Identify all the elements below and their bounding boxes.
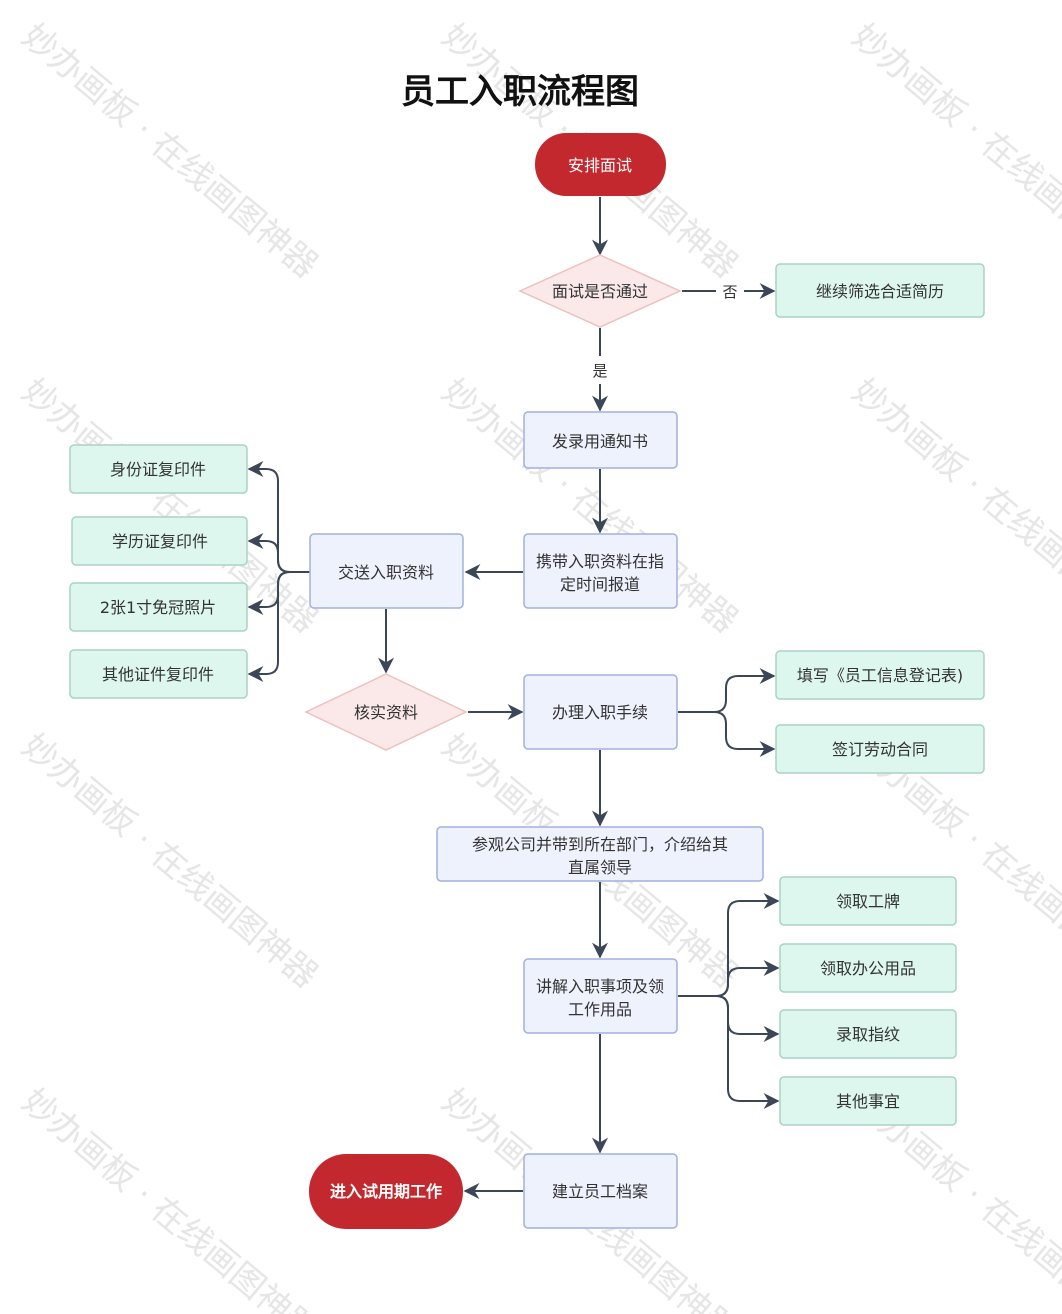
watermark: 妙办画板 · 在线画图神器 xyxy=(844,371,1062,641)
node-screen-resumes-label: 继续筛选合适简历 xyxy=(816,282,944,301)
node-diploma-copy[interactable]: 学历证复印件 xyxy=(71,516,248,566)
watermark: 妙办画板 · 在线画图神器 xyxy=(14,1081,325,1314)
side-box-shape xyxy=(69,444,248,494)
node-create-file-label: 建立员工档案 xyxy=(552,1182,648,1201)
side-box-shape xyxy=(775,724,985,774)
edge-explain-to-fingerprint xyxy=(715,995,780,1042)
edge-label-yes: 是 xyxy=(592,362,607,380)
node-sign-contract-label: 签订劳动合同 xyxy=(832,740,928,759)
node-interview-passed-label: 面试是否通过 xyxy=(552,282,648,301)
node-other-matters-label: 其他事宜 xyxy=(836,1092,900,1111)
node-get-supplies[interactable]: 领取办公用品 xyxy=(779,943,957,993)
side-box-shape xyxy=(779,1009,957,1059)
node-end-label: 进入试用期工作 xyxy=(330,1182,442,1201)
node-other-copies-label: 其他证件复印件 xyxy=(102,665,214,684)
process-shape xyxy=(523,533,678,609)
watermark: 妙办画板 · 在线画图神器 xyxy=(14,726,325,996)
node-fill-form-label: 填写《员工信息登记表) xyxy=(797,666,963,685)
node-report-on-time[interactable]: 携带入职资料在指 定时间报道 xyxy=(523,533,678,609)
node-tour-label-line1: 参观公司并带到所在部门，介绍给其 xyxy=(472,835,728,854)
node-interview-passed[interactable]: 面试是否通过 xyxy=(518,254,682,328)
side-box-shape xyxy=(775,263,985,318)
node-tour-label-line2: 直属领导 xyxy=(568,858,632,877)
node-diploma-copy-label: 学历证复印件 xyxy=(112,532,208,551)
diagram-title: 员工入职流程图 xyxy=(401,72,639,112)
node-onboarding-procedures[interactable]: 办理入职手续 xyxy=(523,674,678,750)
node-report-on-time-label-line2: 定时间报道 xyxy=(560,575,640,594)
side-box-shape xyxy=(779,1076,957,1126)
watermark: 妙办画板 · 在线画图神器 xyxy=(14,16,325,286)
node-submit-documents-label: 交送入职资料 xyxy=(338,563,434,582)
side-box-shape xyxy=(69,582,248,632)
node-verify-documents[interactable]: 核实资料 xyxy=(304,673,468,751)
process-shape xyxy=(309,533,464,609)
node-offer-letter-label: 发录用通知书 xyxy=(552,432,648,451)
edges xyxy=(247,197,780,1199)
node-explain-label-line2: 工作用品 xyxy=(568,1000,632,1019)
node-report-on-time-label-line1: 携带入职资料在指 xyxy=(536,552,664,571)
edge-explain-to-other-matters xyxy=(715,995,780,1109)
node-fingerprint-label: 录取指纹 xyxy=(836,1025,900,1044)
side-box-shape xyxy=(775,650,985,700)
node-screen-resumes[interactable]: 继续筛选合适简历 xyxy=(775,263,985,318)
node-tour[interactable]: 参观公司并带到所在部门，介绍给其 直属领导 xyxy=(436,826,764,882)
node-fingerprint[interactable]: 录取指纹 xyxy=(779,1009,957,1059)
side-box-shape xyxy=(69,649,248,699)
process-shape xyxy=(523,958,678,1034)
edge-onboarding-to-sign-contract xyxy=(713,711,776,757)
node-verify-documents-label: 核实资料 xyxy=(354,703,418,722)
edge-explain-to-supplies xyxy=(715,960,780,997)
node-submit-documents[interactable]: 交送入职资料 xyxy=(309,533,464,609)
decision-shape xyxy=(304,673,468,751)
node-create-file[interactable]: 建立员工档案 xyxy=(523,1153,678,1229)
side-box-shape xyxy=(779,943,957,993)
node-other-copies[interactable]: 其他证件复印件 xyxy=(69,649,248,699)
edge-label-no: 否 xyxy=(722,283,737,301)
node-id-copy-label: 身份证复印件 xyxy=(110,460,206,479)
node-start-label: 安排面试 xyxy=(568,156,632,175)
terminal-shape xyxy=(535,133,666,196)
node-other-matters[interactable]: 其他事宜 xyxy=(779,1076,957,1126)
watermark: 妙办画板 · 在线画图神器 xyxy=(844,16,1062,286)
process-shape xyxy=(523,674,678,750)
node-id-copy[interactable]: 身份证复印件 xyxy=(69,444,248,494)
process-shape xyxy=(523,1153,678,1229)
node-get-supplies-label: 领取办公用品 xyxy=(820,959,916,978)
node-fill-form[interactable]: 填写《员工信息登记表) xyxy=(775,650,985,700)
edge-onboarding-to-fill-form xyxy=(678,668,776,713)
node-explain-label-line1: 讲解入职事项及领 xyxy=(536,977,664,996)
edge-submit-to-other-copies xyxy=(247,571,291,682)
node-sign-contract[interactable]: 签订劳动合同 xyxy=(775,724,985,774)
process-shape xyxy=(523,411,678,469)
node-get-badge-label: 领取工牌 xyxy=(836,892,900,911)
node-photos[interactable]: 2张1寸免冠照片 xyxy=(69,582,248,632)
node-start[interactable]: 安排面试 xyxy=(535,133,666,196)
node-end[interactable]: 进入试用期工作 xyxy=(309,1154,463,1229)
side-box-shape xyxy=(779,876,957,926)
node-onboarding-procedures-label: 办理入职手续 xyxy=(552,703,648,722)
node-offer-letter[interactable]: 发录用通知书 xyxy=(523,411,678,469)
node-explain[interactable]: 讲解入职事项及领 工作用品 xyxy=(523,958,678,1034)
edge-submit-to-diploma-copy xyxy=(247,533,291,573)
decision-shape xyxy=(518,254,682,328)
node-get-badge[interactable]: 领取工牌 xyxy=(779,876,957,926)
node-photos-label: 2张1寸免冠照片 xyxy=(100,598,216,617)
process-shape xyxy=(436,826,764,882)
terminal-shape xyxy=(309,1154,463,1229)
side-box-shape xyxy=(71,516,248,566)
